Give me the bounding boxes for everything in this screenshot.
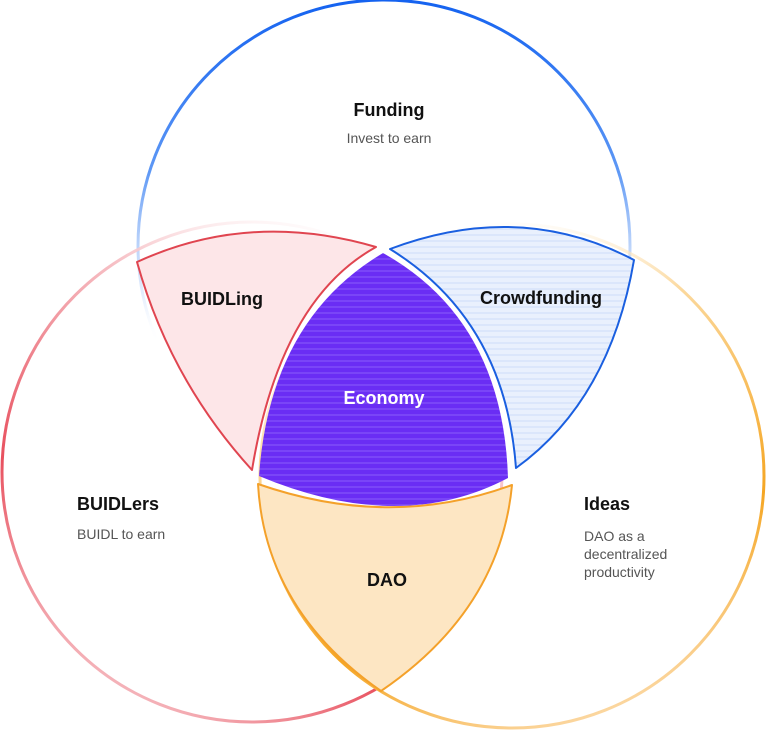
region-economy — [259, 253, 508, 507]
buidling-label: BUIDLing — [181, 289, 263, 309]
ideas-title: Ideas — [584, 494, 630, 514]
funding-title: Funding — [354, 100, 425, 120]
ideas-description-line-2: decentralized — [584, 546, 667, 562]
crowdfunding-label: Crowdfunding — [480, 288, 602, 308]
ideas-description-line-1: DAO as a — [584, 528, 645, 544]
dao-label: DAO — [367, 570, 407, 590]
region-dao — [257, 483, 513, 692]
region-crowdfunding — [389, 226, 635, 469]
builders-description: BUIDL to earn — [77, 526, 165, 542]
funding-description: Invest to earn — [347, 130, 432, 146]
region-buidling — [136, 230, 377, 471]
ideas-description-line-3: productivity — [584, 564, 655, 580]
economy-label: Economy — [343, 388, 424, 408]
builders-title: BUIDLers — [77, 494, 159, 514]
